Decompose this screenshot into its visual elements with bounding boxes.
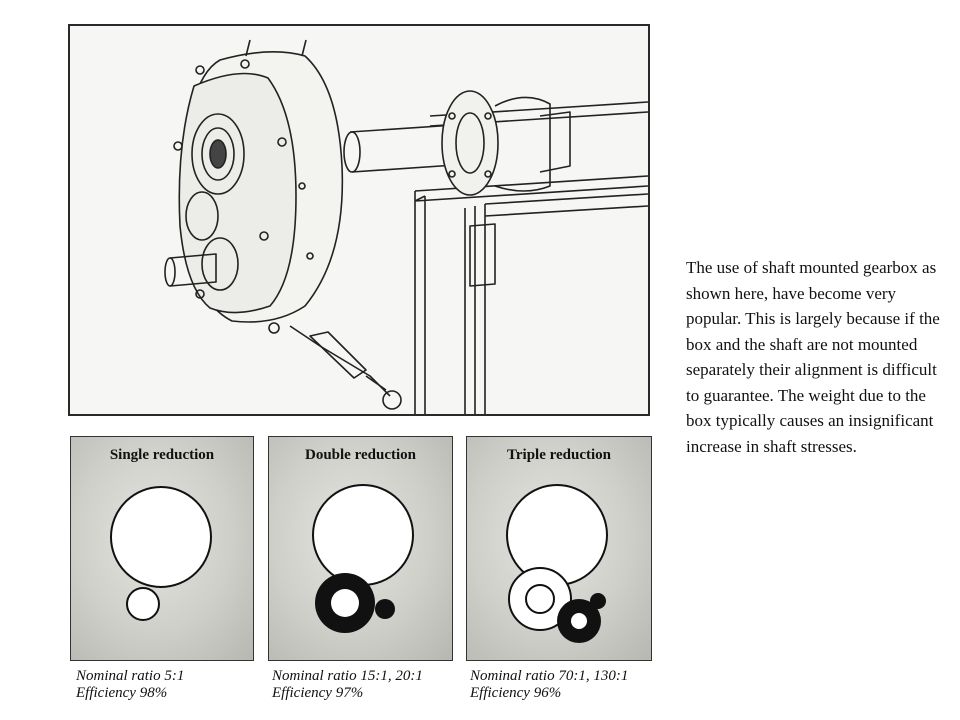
single-reduction-panel: Single reduction xyxy=(70,436,254,661)
gear-small xyxy=(375,599,395,619)
gear-intermediate-pinion xyxy=(331,589,359,617)
double-reduction-caption: Nominal ratio 15:1, 20:1 Efficiency 97% xyxy=(272,668,462,702)
bearing-housing xyxy=(494,96,551,192)
panel-title: Triple reduction xyxy=(506,447,612,463)
gear-small xyxy=(126,587,160,621)
double-reduction-panel: Double reduction xyxy=(268,436,453,661)
nominal-ratio: Nominal ratio 5:1 xyxy=(76,668,185,684)
gear-large xyxy=(506,484,608,586)
gear-large xyxy=(312,484,414,586)
flange xyxy=(441,90,499,196)
description-text: The use of shaft mounted gearbox as show… xyxy=(686,258,940,456)
gear-stage2-pinion xyxy=(525,584,555,614)
triple-reduction-panel: Triple reduction xyxy=(466,436,652,661)
triple-reduction-caption: Nominal ratio 70:1, 130:1 Efficiency 96% xyxy=(470,668,660,702)
frame-inner xyxy=(484,193,648,217)
nominal-ratio: Nominal ratio 15:1, 20:1 xyxy=(272,668,423,684)
double-reduction-gears xyxy=(312,484,414,633)
middle-hub xyxy=(185,191,219,241)
efficiency: Efficiency 98% xyxy=(76,685,168,701)
gearbox-drawing xyxy=(164,39,648,414)
turnbuckle xyxy=(309,331,367,379)
torque-arm xyxy=(289,325,391,397)
panel-title: Single reduction xyxy=(109,447,215,463)
gear-large xyxy=(110,486,212,588)
output-hub xyxy=(191,113,245,195)
frame-structure xyxy=(414,175,648,414)
gearbox-illustration xyxy=(68,24,650,416)
input-shaft xyxy=(169,253,217,287)
triple-reduction-gears xyxy=(506,484,608,643)
shaft-end xyxy=(343,131,361,173)
single-reduction-caption: Nominal ratio 5:1 Efficiency 98% xyxy=(76,668,276,702)
efficiency: Efficiency 97% xyxy=(272,685,364,701)
nominal-ratio: Nominal ratio 70:1, 130:1 xyxy=(470,668,629,684)
efficiency: Efficiency 96% xyxy=(470,685,562,701)
gear-stage3-pinion xyxy=(571,613,587,629)
gear-small xyxy=(590,593,606,609)
panel-title: Double reduction xyxy=(305,447,416,463)
frame-bracket xyxy=(469,223,496,287)
input-hub xyxy=(201,237,239,291)
single-reduction-gears xyxy=(110,486,212,621)
